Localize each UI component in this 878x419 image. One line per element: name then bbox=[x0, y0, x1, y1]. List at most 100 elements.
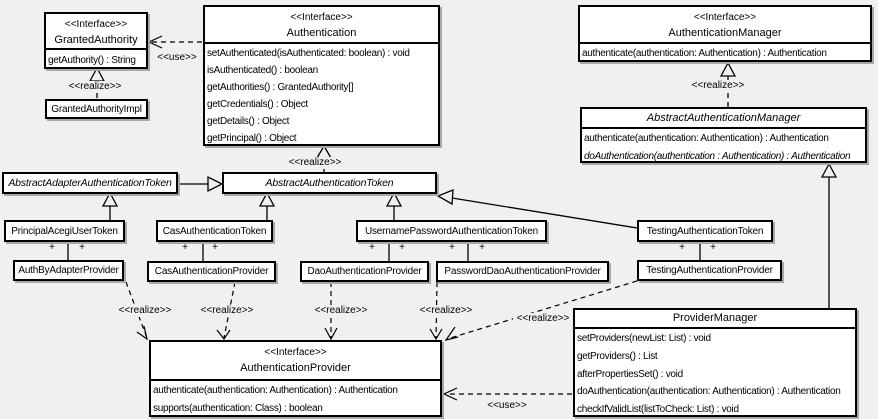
realize-head-daoprovider bbox=[324, 327, 338, 341]
class-box-username-password-authentication-token: UsernamePasswordAuthenticationToken bbox=[356, 220, 547, 242]
realize-triangle-abstractmanager bbox=[719, 61, 737, 77]
class-box-authentication-provider: <<Interface>> AuthenticationProvider aut… bbox=[149, 340, 442, 417]
realize-label: <<realize>> bbox=[312, 305, 370, 317]
method-label: getCredentials() : Object bbox=[207, 99, 308, 110]
class-name-authentication-manager: AuthenticationManager bbox=[668, 27, 782, 39]
class-name-auth-by-adapter-provider: AuthByAdapterProvider bbox=[18, 265, 119, 276]
class-name-abstract-authentication-manager: AbstractAuthenticationManager bbox=[646, 112, 801, 124]
title-compartment: <<Interface>> AuthenticationProvider bbox=[151, 342, 440, 381]
method-compartment: setAuthenticated(isAuthenticated: boolea… bbox=[205, 44, 438, 144]
realize-label: <<realize>> bbox=[688, 80, 748, 92]
class-name-provider-manager: ProviderManager bbox=[672, 312, 758, 324]
class-name-abstract-authentication-token: AbstractAuthenticationToken bbox=[265, 177, 394, 189]
class-box-password-dao-authentication-provider: PasswordDaoAuthenticationProvider bbox=[436, 261, 609, 282]
method-label: isAuthenticated() : boolean bbox=[207, 65, 318, 76]
realize-label: <<realize>> bbox=[116, 305, 174, 317]
method-label: authenticate(authentication: Authenticat… bbox=[582, 48, 827, 59]
method-label: setAuthenticated(isAuthenticated: boolea… bbox=[207, 48, 410, 59]
title-compartment: ProviderManager bbox=[575, 310, 855, 329]
realize-head-casprovider bbox=[216, 329, 231, 341]
class-box-testing-authentication-token: TestingAuthenticationToken bbox=[637, 220, 773, 242]
class-name-username-password-authentication-token: UsernamePasswordAuthenticationToken bbox=[364, 225, 539, 237]
method-compartment: setProviders(newList: List) : void getPr… bbox=[575, 329, 855, 415]
realize-label: <<realize>> bbox=[198, 305, 256, 317]
method-compartment: authenticate(authentication: Authenticat… bbox=[580, 44, 870, 60]
method-label: doAuthentication(authentication: Authent… bbox=[577, 386, 841, 398]
gen-triangle-providermanager bbox=[820, 162, 838, 178]
use-head-authprovider bbox=[442, 387, 458, 401]
gen-triangle-usernamepassword bbox=[385, 191, 403, 207]
realize-triangle-grantedauthorityimpl bbox=[88, 66, 106, 82]
use-label: <<use>> bbox=[154, 52, 200, 64]
title-compartment: <<Interface>> Authentication bbox=[205, 7, 438, 44]
class-name-cas-authentication-provider: CasAuthenticationProvider bbox=[154, 266, 269, 277]
association-multiplicity: + bbox=[182, 242, 188, 253]
title-compartment: <<Interface>> GrantedAuthority bbox=[46, 14, 146, 50]
class-name-authentication: Authentication bbox=[286, 27, 357, 39]
class-name-testing-authentication-token: TestingAuthenticationToken bbox=[646, 225, 764, 237]
gen-triangle-testingtoken bbox=[436, 189, 454, 206]
realize-line-testingprovider bbox=[446, 280, 638, 340]
association-multiplicity: + bbox=[679, 242, 685, 253]
method-compartment: authenticate(authentication: Authenticat… bbox=[151, 381, 440, 415]
class-box-granted-authority-impl: GrantedAuthorityImpl bbox=[45, 99, 148, 119]
class-box-auth-by-adapter-provider: AuthByAdapterProvider bbox=[13, 260, 124, 281]
association-multiplicity: + bbox=[479, 242, 485, 253]
gen-triangle-abstractadapter bbox=[207, 175, 224, 193]
association-multiplicity: + bbox=[369, 242, 375, 253]
class-name-granted-authority-impl: GrantedAuthorityImpl bbox=[51, 103, 142, 115]
class-box-cas-authentication-provider: CasAuthenticationProvider bbox=[147, 261, 276, 282]
method-label: getPrincipal() : Object bbox=[207, 133, 297, 144]
method-label: supports(authentication: Class) : boolea… bbox=[153, 403, 323, 414]
gen-line-testingtoken bbox=[451, 197, 638, 229]
class-name-abstract-adapter-authentication-token: AbstractAdapterAuthenticationToken bbox=[8, 177, 172, 189]
class-box-abstract-authentication-manager: AbstractAuthenticationManager authentica… bbox=[580, 107, 867, 163]
class-name-granted-authority: GrantedAuthority bbox=[54, 34, 138, 46]
realize-head-passworddao bbox=[429, 328, 443, 341]
use-label: <<use>> bbox=[484, 400, 530, 412]
association-multiplicity: + bbox=[79, 242, 85, 253]
association-multiplicity: + bbox=[212, 242, 218, 253]
class-box-authentication-manager: <<Interface>> AuthenticationManager auth… bbox=[578, 5, 872, 62]
class-name-principal-acegi-user-token: PrincipalAcegiUserToken bbox=[11, 225, 118, 237]
association-multiplicity: + bbox=[710, 242, 716, 253]
class-box-abstract-authentication-token: AbstractAuthenticationToken bbox=[222, 172, 437, 194]
generalization-arrows bbox=[101, 162, 838, 308]
class-box-provider-manager: ProviderManager setProviders(newList: Li… bbox=[573, 308, 857, 417]
realize-label: <<realize>> bbox=[417, 305, 475, 317]
stereotype-label: <<Interface>> bbox=[264, 347, 327, 358]
method-label: getAuthorities() : GrantedAuthority[] bbox=[207, 82, 354, 93]
title-compartment: <<Interface>> AuthenticationManager bbox=[580, 7, 870, 44]
title-compartment: AbstractAuthenticationManager bbox=[582, 109, 865, 129]
class-box-dao-authentication-provider: DaoAuthenticationProvider bbox=[300, 261, 429, 282]
method-label: authenticate(authentication: Authenticat… bbox=[584, 133, 829, 144]
method-label: authenticate(authentication: Authenticat… bbox=[153, 385, 398, 396]
stereotype-label: <<Interface>> bbox=[693, 12, 757, 23]
method-label: setProviders(newList: List) : void bbox=[577, 333, 711, 344]
association-multiplicity: + bbox=[49, 242, 55, 253]
class-box-abstract-adapter-authentication-token: AbstractAdapterAuthenticationToken bbox=[2, 172, 178, 194]
abstract-method-label: doAuthentication(authentication : Authen… bbox=[584, 151, 851, 162]
class-box-principal-acegi-user-token: PrincipalAcegiUserToken bbox=[4, 220, 125, 242]
realize-label: <<realize>> bbox=[286, 157, 344, 169]
method-compartment: authenticate(authentication: Authenticat… bbox=[582, 129, 865, 162]
class-name-dao-authentication-provider: DaoAuthenticationProvider bbox=[307, 266, 422, 277]
association-multiplicity: + bbox=[449, 242, 455, 253]
gen-triangle-principal bbox=[101, 191, 119, 207]
method-label: getDetails() : Object bbox=[207, 116, 290, 127]
stereotype-label: <<Interface>> bbox=[290, 12, 353, 23]
class-name-testing-authentication-provider: TestingAuthenticationProvider bbox=[646, 265, 773, 276]
stereotype-label: <<Interface>> bbox=[64, 19, 128, 30]
class-box-granted-authority: <<Interface>> GrantedAuthority getAuthor… bbox=[44, 12, 148, 69]
use-head-grantedauthority bbox=[147, 35, 163, 49]
use-arrows bbox=[147, 35, 572, 401]
realize-head-authbyadapter bbox=[136, 325, 148, 341]
realize-label: <<realize>> bbox=[62, 81, 128, 93]
realize-label: <<realize>> bbox=[513, 313, 573, 325]
class-box-testing-authentication-provider: TestingAuthenticationProvider bbox=[637, 260, 782, 281]
realize-head-testingprovider bbox=[444, 326, 459, 341]
class-name-authentication-provider: AuthenticationProvider bbox=[240, 362, 351, 374]
association-lines bbox=[67, 242, 701, 261]
